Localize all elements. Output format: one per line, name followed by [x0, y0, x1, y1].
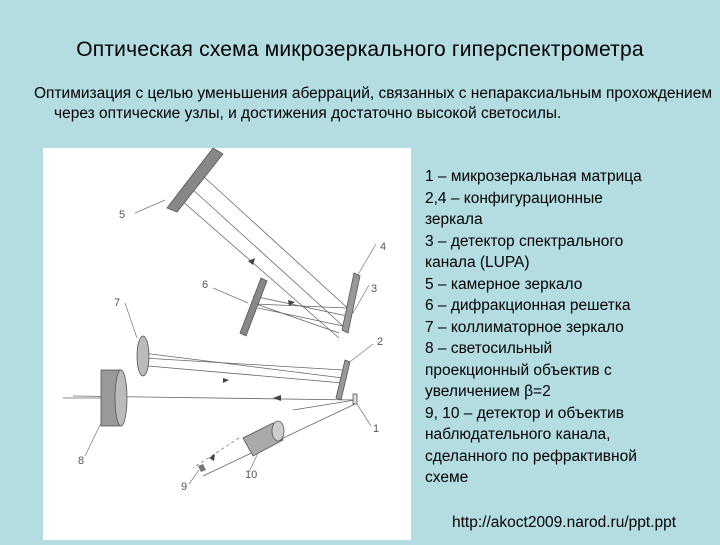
label-9: 9	[181, 481, 187, 493]
label-10: 10	[245, 469, 257, 481]
objective-10	[242, 420, 285, 457]
label-8: 8	[78, 455, 84, 467]
label-6: 6	[202, 279, 208, 291]
collimator-mirror-7	[136, 335, 150, 377]
legend-item: 1 – микрозеркальная матрица	[425, 168, 642, 185]
label-2: 2	[377, 336, 383, 348]
slide-title: Оптическая схема микрозеркального гиперс…	[76, 38, 644, 61]
camera-mirror-5	[166, 147, 224, 213]
label-1: 1	[373, 423, 379, 435]
slide-subtitle: Оптимизация с целью уменьшения аберраций…	[34, 85, 712, 122]
legend-item: 2,4 – конфигурационные зеркала	[425, 189, 603, 229]
legend: 1 – микрозеркальная матрица 2,4 – конфиг…	[425, 166, 715, 489]
legend-item: 6 – дифракционная решетка	[425, 297, 631, 314]
label-3: 3	[371, 283, 377, 295]
label-4: 4	[380, 241, 386, 253]
legend-item: 3 – детектор спектрального канала (LUPA)	[425, 232, 624, 272]
config-mirror-2	[335, 359, 351, 401]
legend-item: 9, 10 – детектор и объектив наблюдательн…	[425, 404, 637, 487]
legend-item: 5 – камерное зеркало	[425, 275, 583, 293]
legend-item: 8 – светосильный проекционный объектив с…	[425, 340, 612, 400]
detector-9	[198, 464, 206, 472]
optical-scheme-panel: 5 4 3 6 7 2 8 1 9 10	[43, 147, 411, 540]
optical-scheme-diagram: 5 4 3 6 7 2 8 1 9 10	[63, 147, 386, 493]
dmd-matrix-1	[352, 393, 358, 405]
grating-6	[239, 277, 268, 337]
projection-lens-8	[100, 369, 128, 427]
legend-item: 7 – коллиматорное зеркало	[425, 318, 624, 336]
label-5: 5	[119, 209, 125, 221]
label-7: 7	[114, 297, 120, 309]
source-url: http://akoct2009.narod.ru/ppt.ppt	[452, 514, 677, 531]
config-mirror-4	[341, 272, 361, 334]
